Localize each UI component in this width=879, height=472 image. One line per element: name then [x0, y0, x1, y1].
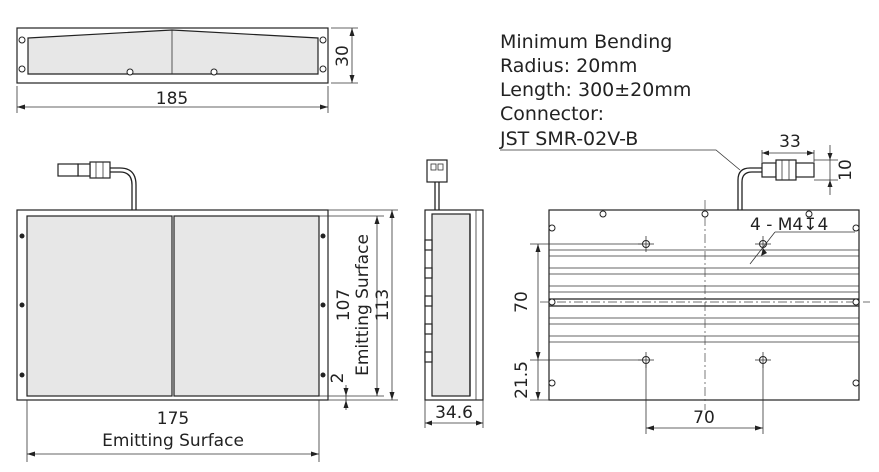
front-connector-plug — [57, 163, 79, 177]
dim-107-label: 107 — [334, 289, 354, 321]
front-cable — [110, 171, 133, 210]
side-connector — [426, 159, 448, 183]
back-cable — [737, 167, 762, 210]
top-screw-3 — [18, 65, 26, 73]
dim-33-label: 33 — [779, 132, 801, 152]
emitting-panel-left — [26, 215, 173, 397]
note-line-5: JST SMR-02V-B — [499, 128, 638, 150]
dim-70-v-label: 70 — [512, 291, 532, 313]
top-screw-4 — [319, 65, 327, 73]
dim-30-label: 30 — [333, 45, 353, 67]
connector-leader — [500, 149, 741, 171]
dim-70-h-label: 70 — [693, 408, 715, 428]
side-view: 34.6 — [424, 159, 484, 428]
dim-185-label: 185 — [156, 89, 188, 109]
top-screw-5 — [126, 68, 134, 76]
back-connector-plug — [795, 162, 815, 178]
back-connector-body — [775, 159, 797, 181]
note-line-2: Radius: 20mm — [500, 55, 637, 77]
hole-leader — [749, 231, 776, 265]
top-screw-6 — [210, 68, 218, 76]
dim-2-label: 2 — [328, 373, 348, 384]
note-line-1: Minimum Bending — [500, 31, 672, 53]
emitting-panel-right — [173, 215, 320, 397]
dim-113-label: 113 — [373, 289, 393, 321]
side-body — [431, 213, 471, 397]
spec-notes: Minimum Bending Radius: 20mm Length: 300… — [499, 31, 741, 171]
front-connector-body — [89, 161, 111, 179]
top-screw-2 — [319, 36, 327, 44]
dim-10-label: 10 — [836, 159, 856, 181]
back-housing — [548, 209, 860, 401]
side-fins — [424, 239, 433, 363]
dim-107-sublabel: Emitting Surface — [353, 234, 373, 376]
dim-21-5-label: 21.5 — [512, 361, 532, 399]
back-fins — [549, 249, 859, 343]
front-view: 175 Emitting Surface 107 Emitting Surfac… — [16, 161, 398, 462]
dim-175-label: 175 — [157, 409, 189, 429]
note-line-3: Length: 300±20mm — [500, 79, 691, 101]
top-screw-1 — [18, 36, 26, 44]
dim-175-sublabel: Emitting Surface — [102, 431, 244, 451]
top-view-housing — [27, 29, 319, 75]
back-view: 33 10 — [512, 132, 870, 434]
note-line-4: Connector: — [500, 103, 604, 125]
dim-34-6-label: 34.6 — [435, 403, 473, 423]
top-view: 185 30 — [16, 27, 358, 113]
hole-callout: 4 - M4↧4 — [750, 215, 828, 235]
